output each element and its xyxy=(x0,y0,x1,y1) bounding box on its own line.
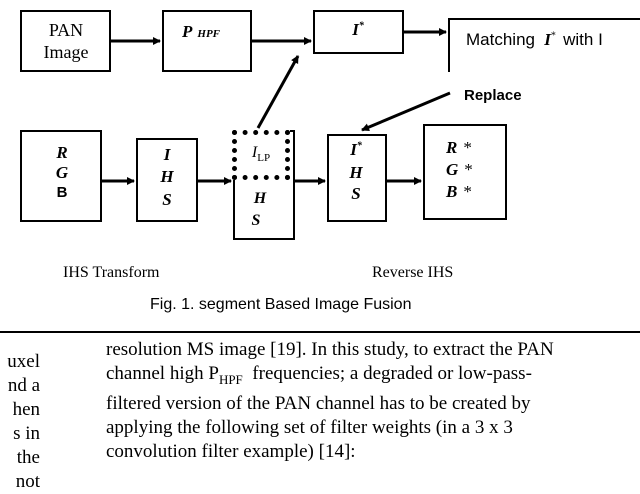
ihs-i-label: I xyxy=(163,145,171,164)
matching-label: Matching I* with I xyxy=(466,30,603,49)
left-column-fragments: uxel nd a hen s in the not xyxy=(0,350,40,494)
ilp-h-label: H xyxy=(253,190,267,207)
ihs-star-s-label: S xyxy=(351,184,361,203)
body-line: filtered version of the PAN channel has … xyxy=(106,392,531,414)
pan-image-box xyxy=(20,10,111,72)
body-line: convolution filter example) [14]: xyxy=(106,440,356,462)
left-fragment: uxel xyxy=(7,351,40,372)
left-fragment: the xyxy=(16,447,40,468)
arrow-replace xyxy=(361,91,451,132)
body-line: channel high PHPF frequencies; a degrade… xyxy=(106,363,532,387)
body-line: applying the following set of filter wei… xyxy=(106,416,513,438)
b-label: B xyxy=(56,184,68,201)
body-paragraph: resolution MS image [19]. In this study,… xyxy=(106,338,640,464)
ihs-star-h-label: H xyxy=(349,163,363,182)
ihs-s-label: S xyxy=(162,190,172,209)
p-hpf-box xyxy=(162,10,252,72)
left-fragment: hen xyxy=(12,399,40,420)
left-fragment: nd a xyxy=(7,375,40,396)
body-line: resolution MS image [19]. In this study,… xyxy=(106,339,554,360)
arrow-ilp-to-istar xyxy=(256,55,300,129)
ihs-h-label: H xyxy=(160,167,174,186)
left-fragment: not xyxy=(15,471,40,492)
rgb-box xyxy=(20,130,102,222)
g-label: G xyxy=(55,163,69,182)
r-label: R xyxy=(56,143,68,162)
i-star-top-label: I* xyxy=(352,20,364,39)
i-star-top-box xyxy=(313,10,404,54)
replace-label: Replace xyxy=(464,87,522,104)
ihs-star-box xyxy=(327,134,387,222)
ihs-star-i-label: I* xyxy=(350,140,362,159)
ilp-s-label: S xyxy=(251,212,261,229)
ihs-box xyxy=(136,138,198,222)
flow-arrows xyxy=(102,28,451,185)
pan-label: PAN xyxy=(48,20,84,40)
matching-box xyxy=(448,18,640,72)
ilp-label: ILP xyxy=(251,144,271,165)
r-star-label: R* xyxy=(446,138,472,157)
b-star-label: B* xyxy=(446,182,472,201)
rgb-star-box xyxy=(423,124,507,220)
reverse-ihs-label: Reverse IHS xyxy=(372,264,454,281)
figure-caption: Fig. 1. segment Based Image Fusion xyxy=(150,296,412,313)
image-label: Image xyxy=(43,42,89,62)
g-star-label: G* xyxy=(446,160,473,179)
ilp-dashed-box xyxy=(232,130,290,180)
left-fragment: s in xyxy=(13,423,40,444)
ihs-transform-label: IHS Transform xyxy=(63,264,160,281)
